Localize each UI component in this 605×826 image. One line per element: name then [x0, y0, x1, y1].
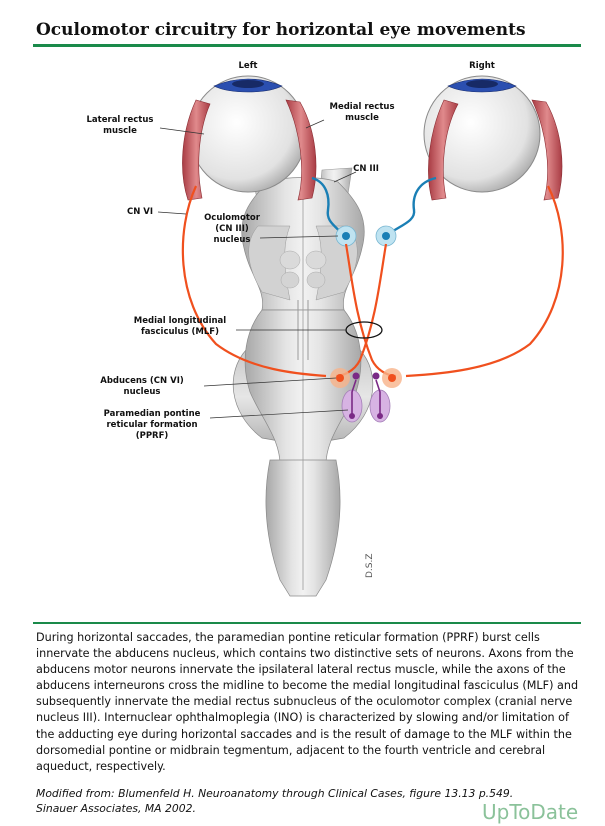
title-divider [33, 44, 581, 47]
label-medial-rectus-2: muscle [345, 113, 379, 123]
caption-divider [33, 622, 581, 624]
label-abducens-2: nucleus [124, 387, 161, 397]
label-oculomotor-2: (CN III) [215, 224, 249, 234]
label-mlf-2: fasciculus (MLF) [141, 327, 219, 337]
label-right: Right [469, 61, 495, 71]
label-cn-iii: CN III [353, 164, 379, 174]
left-eye [190, 76, 306, 192]
label-pprf-3: (PPRF) [136, 431, 169, 441]
figure-caption: During horizontal saccades, the paramedi… [36, 630, 584, 775]
label-pprf-2: reticular formation [106, 420, 197, 430]
label-oculomotor-1: Oculomotor [204, 213, 261, 223]
artist-signature: D.S.Z [365, 553, 375, 578]
uptodate-logo: UpToDate [482, 800, 578, 824]
label-medial-rectus-1: Medial rectus [330, 102, 395, 112]
label-oculomotor-3: nucleus [214, 235, 251, 245]
label-lateral-rectus-2: muscle [103, 126, 137, 136]
oculomotor-nuclei [336, 226, 396, 246]
label-cn-vi: CN VI [127, 207, 153, 217]
label-pprf-1: Paramedian pontine [104, 409, 201, 419]
label-left: Left [239, 61, 258, 71]
page-title: Oculomotor circuitry for horizontal eye … [36, 20, 526, 40]
label-abducens-1: Abducens (CN VI) [100, 376, 184, 386]
oculomotor-diagram: D.S.Z [0, 50, 605, 610]
figure-credit: Modified from: Blumenfeld H. Neuroanatom… [36, 786, 536, 816]
label-lateral-rectus-1: Lateral rectus [87, 115, 154, 125]
label-mlf-1: Medial longitudinal [134, 316, 227, 326]
